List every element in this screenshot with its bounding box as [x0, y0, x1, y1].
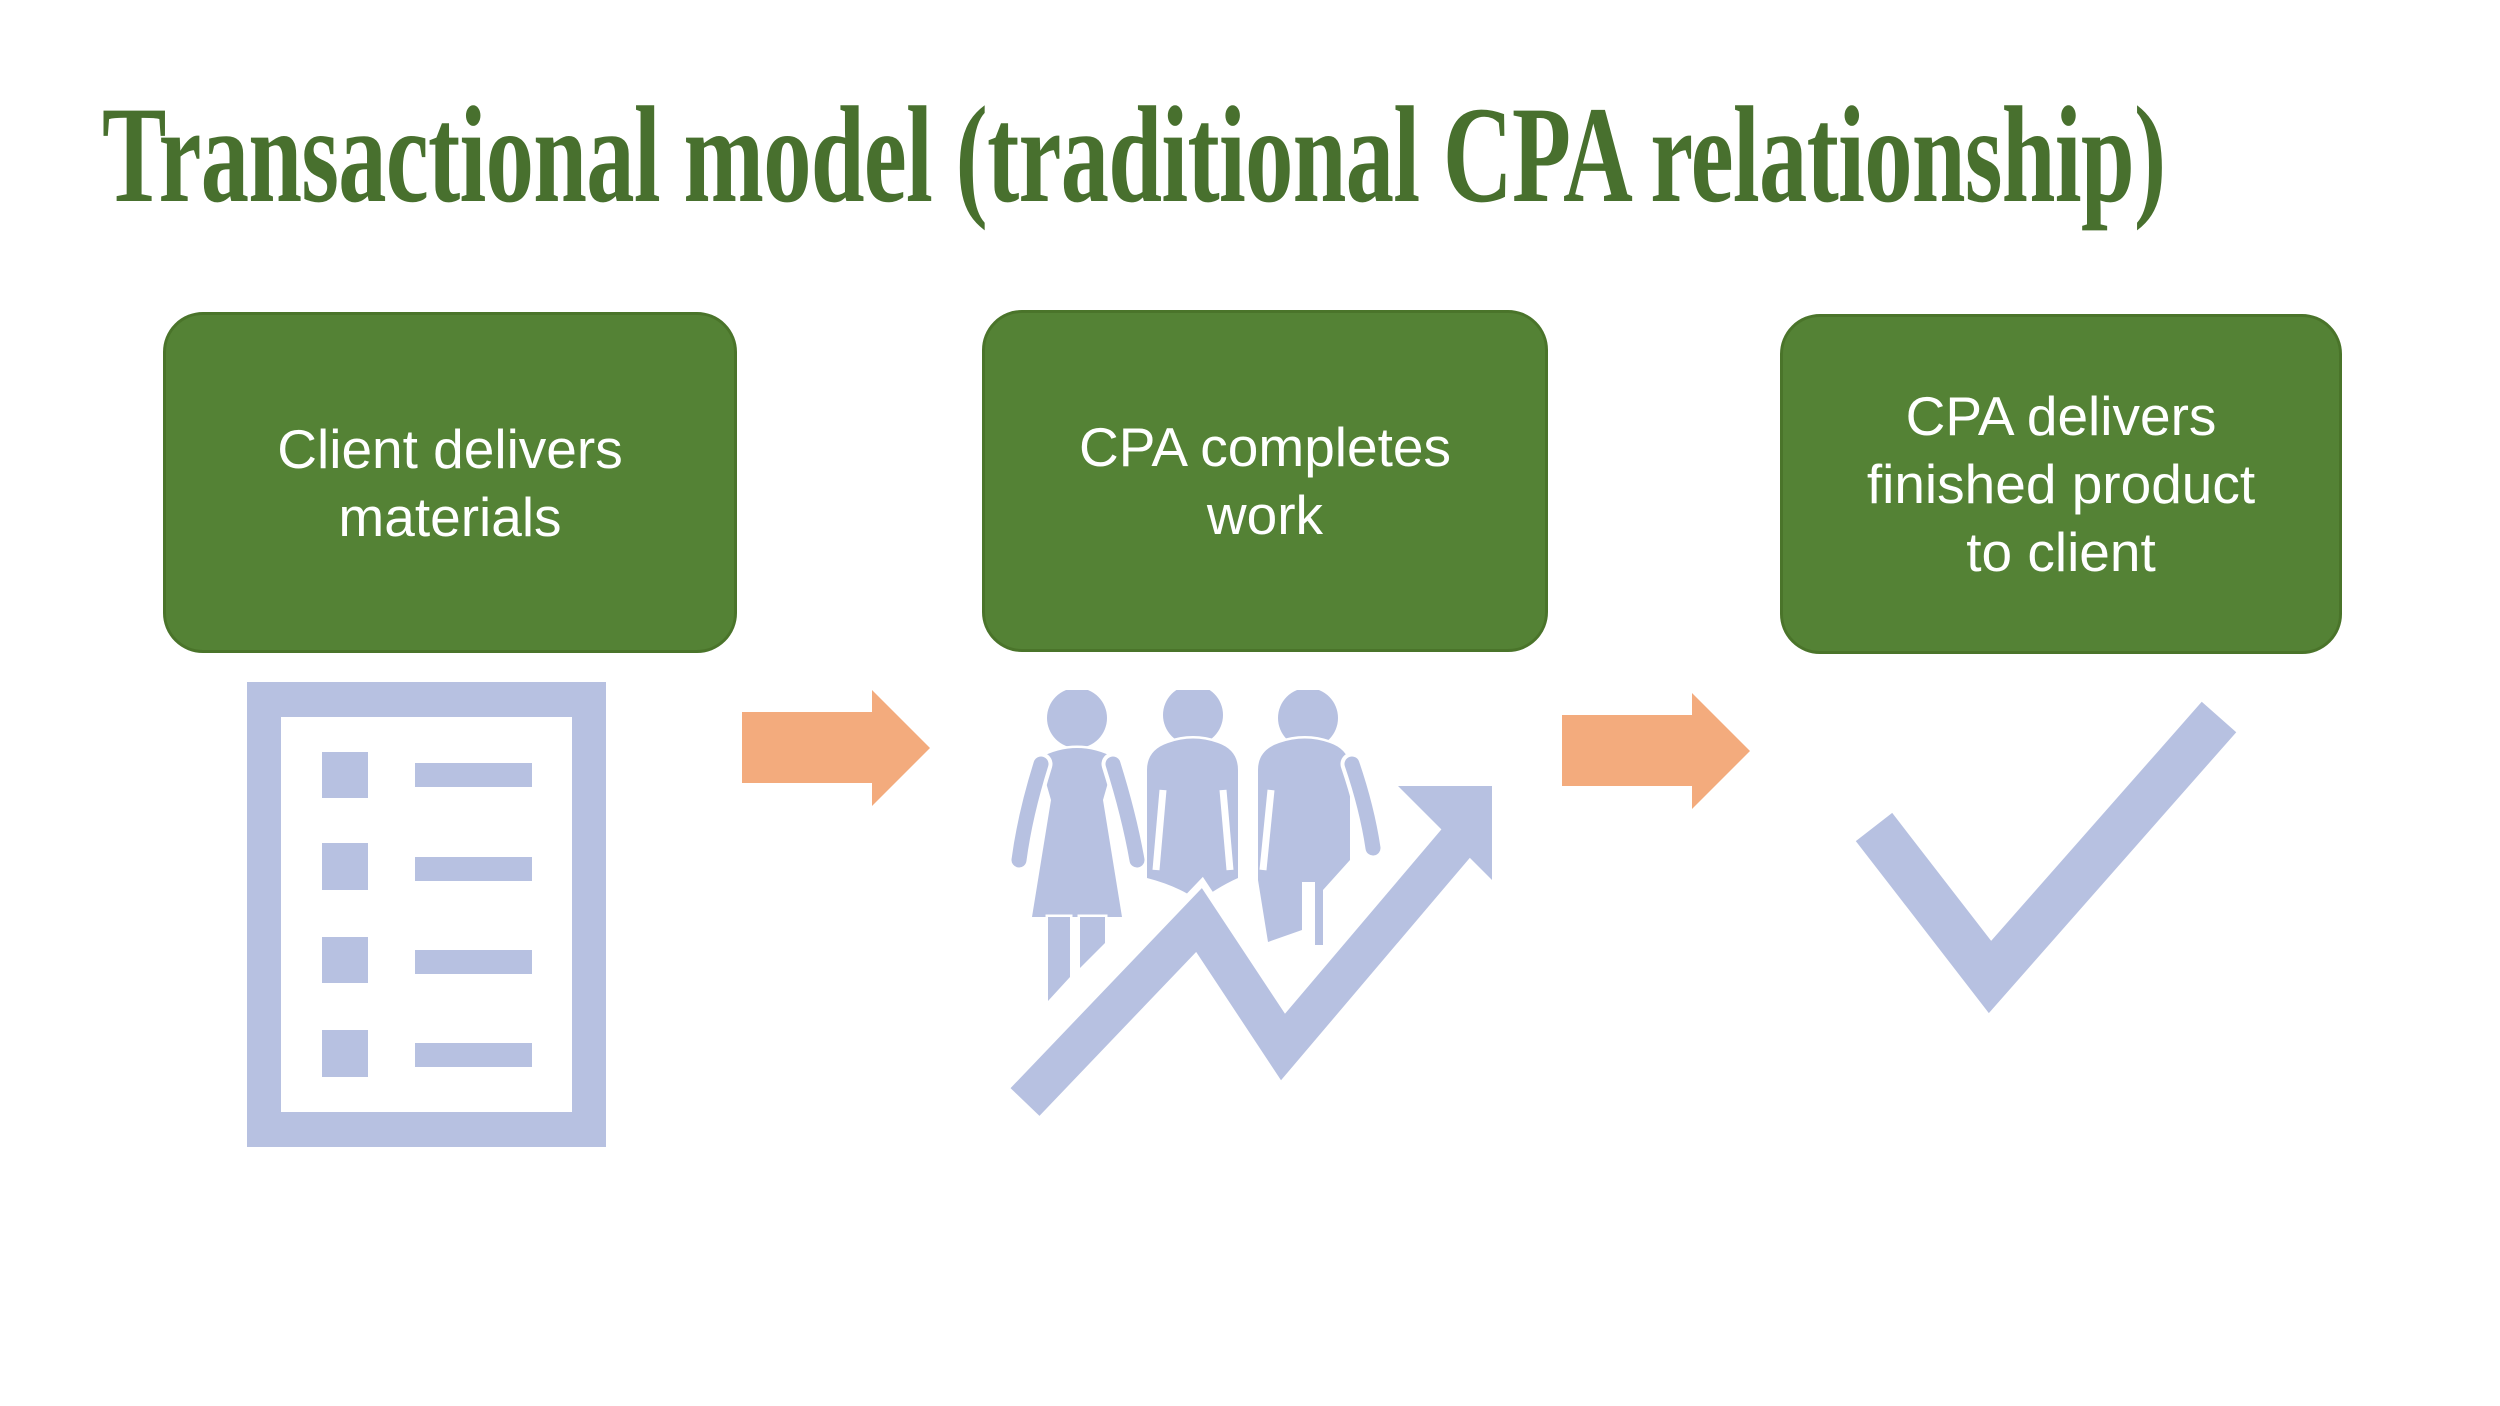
right-arrow-icon [742, 690, 930, 806]
step-box-client-delivers: Client delivers materials [163, 312, 737, 653]
step-label-line: Client delivers [277, 417, 623, 480]
team-growth-chart-icon [1005, 690, 1498, 1120]
step-label-line: CPA delivers [1905, 385, 2217, 447]
step-box-cpa-completes: CPA completes work [982, 310, 1548, 652]
step-box-cpa-delivers: CPA delivers finished product to client [1780, 314, 2342, 654]
step-label-line: materials [338, 485, 562, 548]
step-box-label: Client delivers materials [277, 415, 622, 551]
step-box-label: CPA delivers finished product to client [1867, 382, 2255, 586]
step-box-label: CPA completes work [1079, 413, 1451, 549]
step-label-line: work [1206, 484, 1324, 546]
right-arrow-icon [1562, 693, 1750, 809]
checkmark-icon [1855, 701, 2237, 1014]
step-label-line: finished product [1866, 453, 2256, 515]
step-label-line: CPA completes [1079, 416, 1451, 478]
slide-title: Transactional model (traditional CPA rel… [102, 78, 2166, 231]
step-label-line: to client [1966, 521, 2156, 583]
checklist-document-icon [247, 682, 606, 1147]
